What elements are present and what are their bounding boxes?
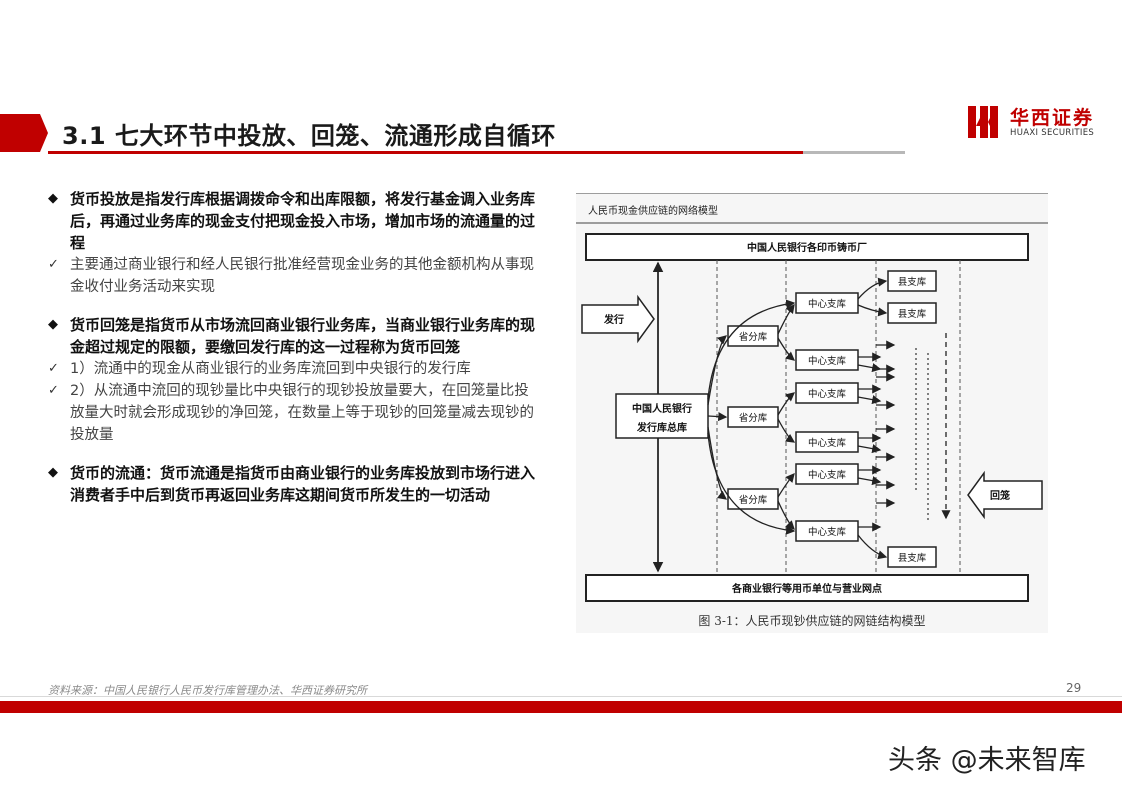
county-box-label: 县支库	[898, 308, 927, 320]
central-box-line1: 中国人民银行	[632, 402, 692, 415]
bullet-sub: ✓ 1）流通中的现金从商业银行的业务库流回到中央银行的发行库	[48, 358, 543, 380]
province-box-label: 省分库	[739, 331, 768, 343]
bullet-main: ◆ 货币的流通：货币流通是指货币由商业银行的业务库投放到市场行进入消费者手中后到…	[48, 462, 543, 506]
page-number: 29	[1066, 681, 1082, 695]
diagram-caption-top: 人民币现金供应链的网络模型	[588, 204, 718, 217]
diamond-bullet-icon: ◆	[48, 191, 58, 206]
bullet-main-text: 货币回笼是指货币从市场流回商业银行业务库，当商业银行业务库的现金超过规定的限额，…	[70, 316, 536, 356]
diamond-bullet-icon: ◆	[48, 317, 58, 332]
diagram-bottom-box-label: 各商业银行等用币单位与营业网点	[731, 582, 882, 595]
footer-divider	[0, 696, 1122, 697]
return-label: 回笼	[990, 489, 1010, 502]
bullet-main: ◆ 货币投放是指发行库根据调拨命令和出库限额，将发行基金调入业务库后，再通过业务…	[48, 188, 543, 254]
diagram-top-box-label: 中国人民银行各印币铸币厂	[747, 241, 867, 254]
center-box-label: 中心支库	[808, 388, 847, 400]
province-box-label: 省分库	[739, 412, 768, 424]
supply-chain-diagram: 人民币现金供应链的网络模型 中国人民银行各印币铸币厂 各商业银行等用币单位与营业…	[576, 193, 1048, 633]
bullet-main: ◆ 货币回笼是指货币从市场流回商业银行业务库，当商业银行业务库的现金超过规定的限…	[48, 314, 543, 358]
bullet-sub: ✓ 2）从流通中流回的现钞量比中央银行的现钞投放量要大，在回笼量比投放量大时就会…	[48, 380, 543, 446]
title-underline-red	[48, 151, 803, 154]
bullet-sub-text: 2）从流通中流回的现钞量比中央银行的现钞投放量要大，在回笼量比投放量大时就会形成…	[70, 383, 534, 443]
issue-label: 发行	[603, 313, 624, 326]
footer-red-bar	[0, 701, 1122, 713]
bullet-sub-text: 主要通过商业银行和经人民银行批准经营现金业务的其他金额机构从事现金收付业务活动来…	[70, 257, 534, 295]
bullet-list: ◆ 货币投放是指发行库根据调拨命令和出库限额，将发行基金调入业务库后，再通过业务…	[48, 188, 543, 506]
county-box-label: 县支库	[898, 552, 927, 564]
central-box-line2: 发行库总库	[636, 421, 687, 434]
watermark-text: 头条 @未来智库	[888, 745, 1086, 776]
title-underline-gray	[803, 151, 905, 154]
page-title: 3.1 七大环节中投放、回笼、流通形成自循环	[62, 122, 556, 150]
center-box-label: 中心支库	[808, 298, 847, 310]
center-box-label: 中心支库	[808, 526, 847, 538]
center-box-label: 中心支库	[808, 469, 847, 481]
diagram-figure-caption: 图 3-1：人民币现钞供应链的网链结构模型	[698, 613, 925, 628]
check-bullet-icon: ✓	[48, 257, 59, 272]
province-box-label: 省分库	[739, 494, 768, 506]
check-bullet-icon: ✓	[48, 383, 59, 398]
diamond-bullet-icon: ◆	[48, 465, 58, 480]
check-bullet-icon: ✓	[48, 361, 59, 376]
bullet-main-text: 货币投放是指发行库根据调拨命令和出库限额，将发行基金调入业务库后，再通过业务库的…	[70, 190, 536, 252]
bullet-sub-text: 1）流通中的现金从商业银行的业务库流回到中央银行的发行库	[70, 361, 471, 377]
bullet-sub: ✓ 主要通过商业银行和经人民银行批准经营现金业务的其他金额机构从事现金收付业务活…	[48, 254, 543, 298]
title-accent-shape	[0, 114, 48, 152]
center-box-label: 中心支库	[808, 355, 847, 367]
source-note: 资料来源：中国人民银行人民币发行库管理办法、华西证券研究所	[48, 684, 367, 697]
bullet-main-text: 货币的流通：货币流通是指货币由商业银行的业务库投放到市场行进入消费者手中后到货币…	[70, 464, 536, 504]
center-box-label: 中心支库	[808, 437, 847, 449]
logo-text-en: HUAXI SECURITIES	[1010, 128, 1095, 138]
logo-text-cn: 华西证券	[1010, 107, 1095, 129]
huaxi-logo-icon	[968, 106, 998, 138]
county-box-label: 县支库	[898, 276, 927, 288]
